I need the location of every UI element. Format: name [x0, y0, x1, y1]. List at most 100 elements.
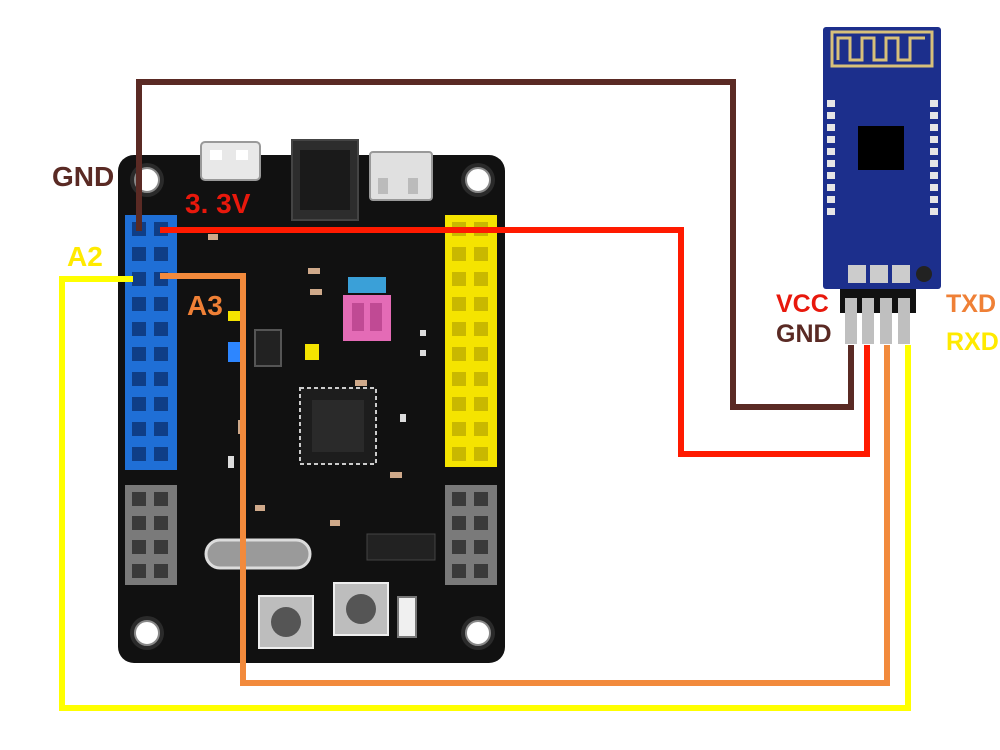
- header-pin: [474, 492, 488, 506]
- module-pad: [930, 100, 938, 107]
- header-pin: [154, 422, 168, 436]
- module-pad: [930, 124, 938, 131]
- header-pin: [474, 540, 488, 554]
- header-pin: [452, 272, 466, 286]
- header-pin: [474, 397, 488, 411]
- header-pin: [154, 247, 168, 261]
- header-pin: [474, 516, 488, 530]
- module-pad: [930, 208, 938, 215]
- module-pad: [827, 184, 835, 191]
- header-pin: [452, 322, 466, 336]
- mounting-hole-icon: [461, 616, 495, 650]
- header-pin: [474, 247, 488, 261]
- header-pin: [132, 297, 146, 311]
- component: [305, 344, 319, 360]
- usb-connector-icon: [200, 141, 261, 181]
- module-pad: [930, 196, 938, 203]
- module-pad: [827, 112, 835, 119]
- header-pin: [474, 347, 488, 361]
- wire-a3: [160, 273, 890, 686]
- gray-pin-header: [445, 485, 497, 585]
- label-txd: TXD: [946, 290, 996, 318]
- antenna-icon: [830, 30, 934, 68]
- header-pin: [132, 272, 146, 286]
- header-pin: [452, 492, 466, 506]
- header-pin: [132, 247, 146, 261]
- header-pin: [452, 540, 466, 554]
- crystal-icon: [204, 538, 312, 570]
- component: [228, 342, 242, 362]
- header-pin: [452, 422, 466, 436]
- header-pin: [132, 422, 146, 436]
- header-pin: [132, 447, 146, 461]
- microcontroller-board: [118, 139, 505, 663]
- module-pad: [930, 148, 938, 155]
- header-pin: [452, 397, 466, 411]
- header-pin: [452, 297, 466, 311]
- header-pin: [474, 322, 488, 336]
- component: [366, 533, 436, 561]
- header-pin: [474, 447, 488, 461]
- header-pin: [452, 516, 466, 530]
- button-icon: [258, 595, 314, 649]
- wire-a2: [59, 276, 911, 711]
- module-pad: [827, 100, 835, 107]
- header-pin: [452, 447, 466, 461]
- module-pad: [930, 184, 938, 191]
- yellow-pin-header: [445, 215, 497, 467]
- label-vcc: VCC: [776, 290, 829, 318]
- module-pad: [930, 136, 938, 143]
- module-pad: [827, 172, 835, 179]
- header-pin: [452, 247, 466, 261]
- power-jack-icon: [291, 139, 359, 221]
- header-pin: [452, 372, 466, 386]
- module-pad: [930, 112, 938, 119]
- label-a2: A2: [67, 241, 103, 272]
- module-pin-pads: [848, 265, 932, 283]
- chip-icon: [858, 126, 904, 170]
- header-pin: [474, 564, 488, 578]
- header-pin: [154, 322, 168, 336]
- component: [254, 329, 282, 367]
- header-pin: [474, 272, 488, 286]
- label-rxd: RXD: [946, 328, 999, 356]
- module-pins: [845, 298, 910, 344]
- header-pin: [132, 322, 146, 336]
- header-pin: [154, 564, 168, 578]
- header-pin: [154, 492, 168, 506]
- label-gnd-board: GND: [52, 161, 114, 192]
- header-pin: [452, 564, 466, 578]
- header-pin: [474, 297, 488, 311]
- module-pad: [827, 148, 835, 155]
- module-pad: [827, 208, 835, 215]
- label-a3: A3: [187, 290, 223, 321]
- header-pin: [154, 347, 168, 361]
- wire-gnd: [136, 79, 854, 410]
- module-pad: [827, 196, 835, 203]
- header-pin: [132, 516, 146, 530]
- mounting-hole-icon: [130, 163, 164, 197]
- module-pad: [827, 124, 835, 131]
- header-pin: [452, 347, 466, 361]
- header-pin: [132, 372, 146, 386]
- jumper-icon: [343, 277, 391, 341]
- header-pin: [132, 492, 146, 506]
- header-pin: [132, 540, 146, 554]
- label-gnd-module: GND: [776, 320, 832, 348]
- wire-vcc: [160, 227, 870, 457]
- module-pad: [827, 160, 835, 167]
- header-pin: [154, 516, 168, 530]
- led-icon: [397, 596, 417, 638]
- label-3v3: 3. 3V: [185, 188, 251, 219]
- module-pad: [930, 160, 938, 167]
- mounting-hole-icon: [461, 163, 495, 197]
- component: [228, 311, 244, 321]
- header-pin: [154, 447, 168, 461]
- module-pad: [827, 136, 835, 143]
- bluetooth-module: [823, 27, 941, 344]
- header-pin: [132, 347, 146, 361]
- gray-pin-header: [125, 485, 177, 585]
- header-pin: [154, 297, 168, 311]
- mounting-hole-icon: [130, 616, 164, 650]
